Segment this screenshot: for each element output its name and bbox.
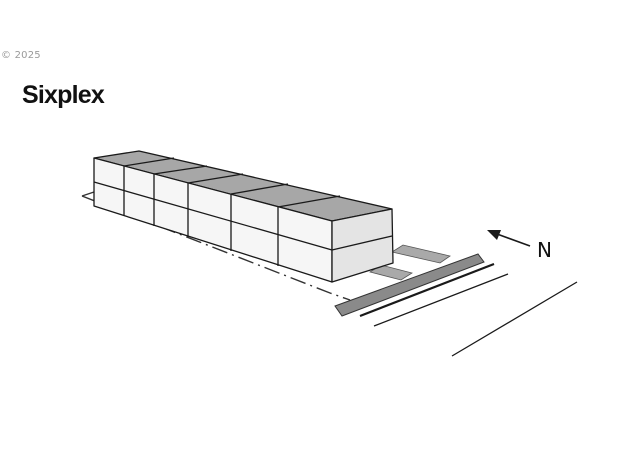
north-arrow: N [487,230,552,262]
page-title: Sixplex [22,81,105,109]
street [334,253,578,357]
roof-unit-dividers [123,157,341,208]
north-arrow-icon [487,230,501,240]
story-line [93,181,393,251]
copyright-watermark: © 2025 [1,50,41,61]
end-wall [331,208,394,283]
north-label: N [537,238,552,262]
building-massing [93,150,394,283]
north-arrow-shaft [496,233,531,247]
